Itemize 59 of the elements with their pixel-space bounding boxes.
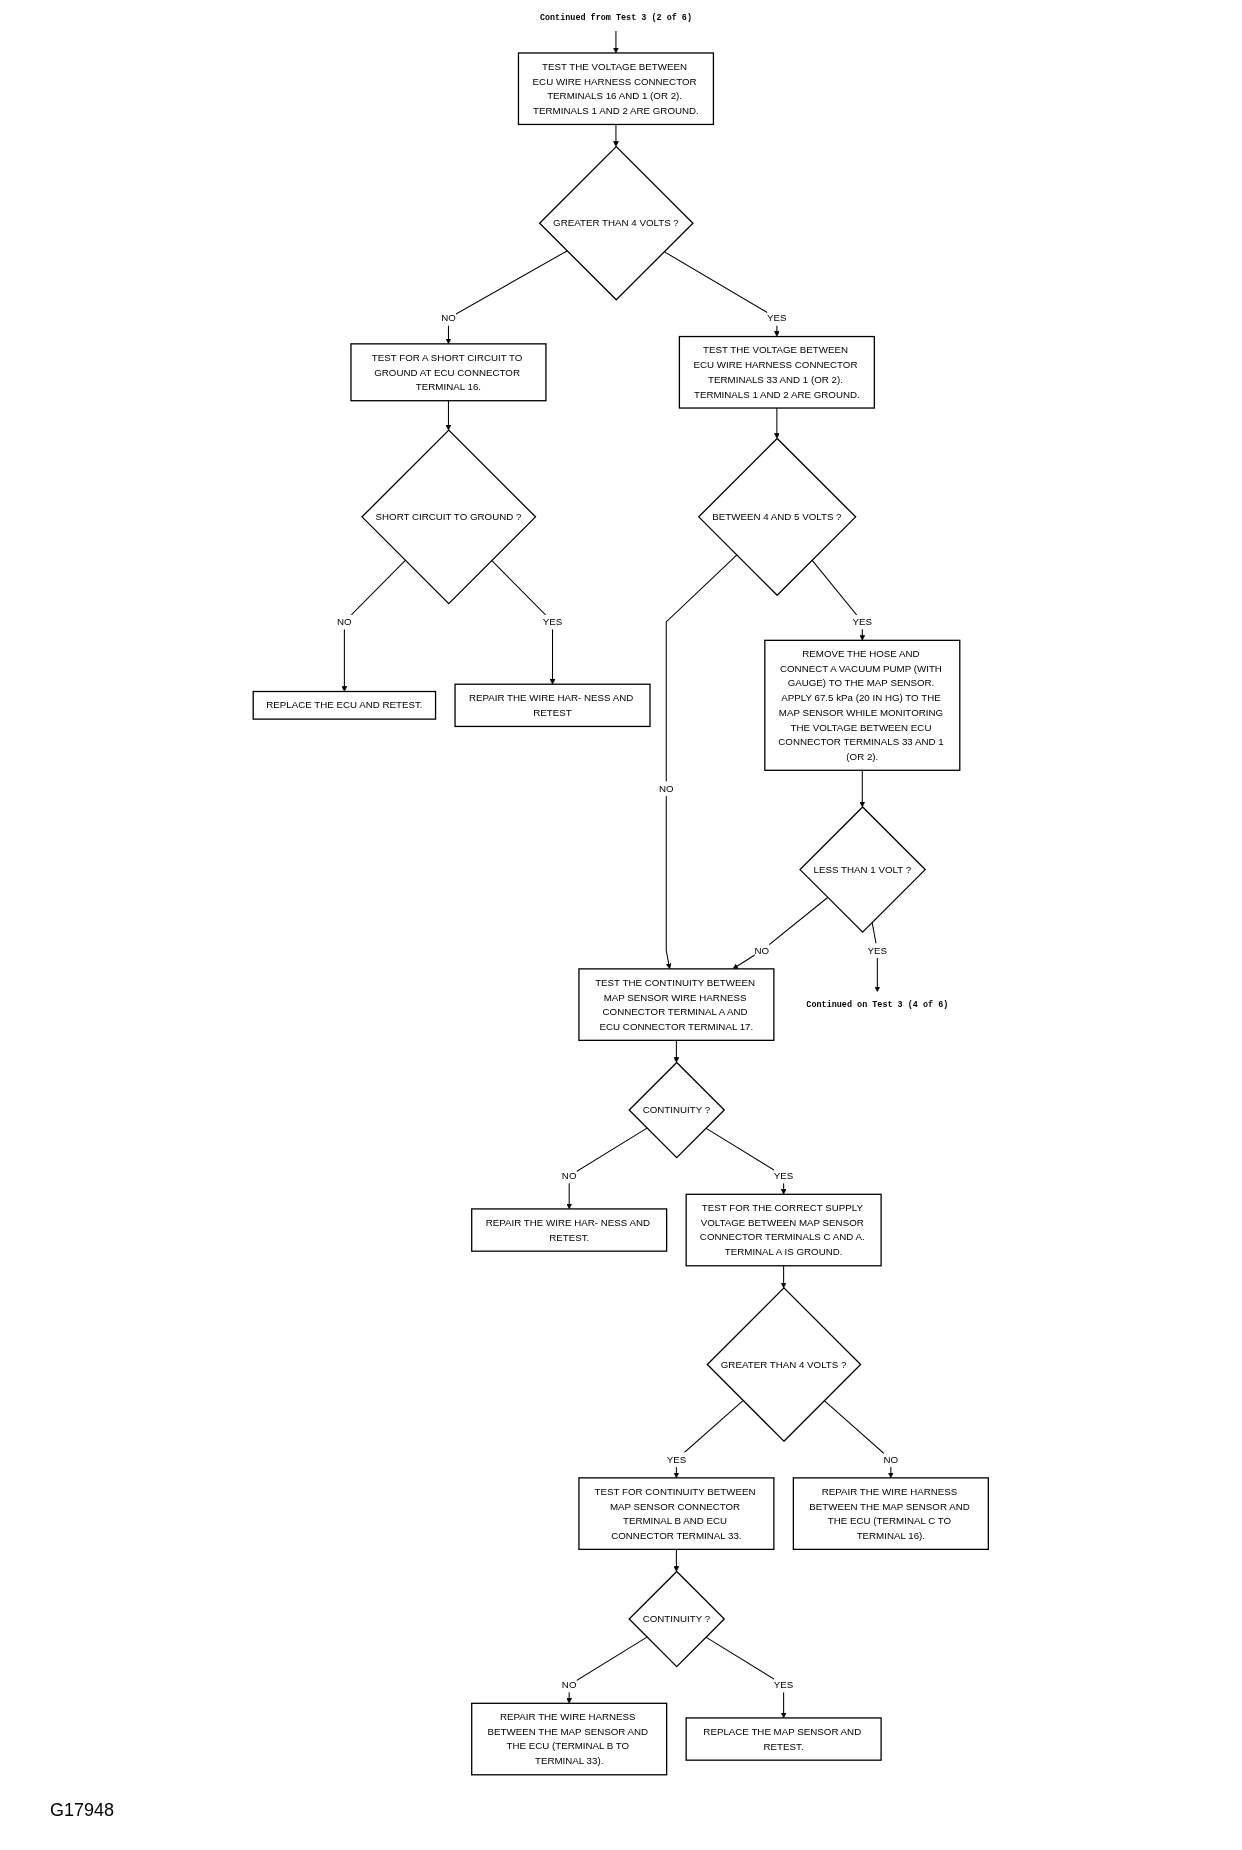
arrow: [859, 769, 866, 808]
arrow: [811, 559, 866, 641]
arrow: [613, 30, 620, 54]
edge-label: NO: [441, 312, 456, 324]
arrow: [566, 1636, 648, 1704]
node-text: Continued on Test 3 (4 of 6): [806, 999, 949, 1010]
node-text: Continued from Test 3 (2 of 6): [540, 13, 693, 23]
arrow: [673, 1400, 744, 1479]
node-diamond: CONTINUITY ?: [628, 1570, 726, 1668]
arrow: [341, 559, 407, 692]
node-box: REPAIR THE WIRE HAR- NESS AND RETEST: [454, 683, 651, 728]
edge-label: NO: [562, 1169, 577, 1181]
arrow: [665, 554, 738, 970]
node-box: REPLACE THE MAP SENSOR AND RETEST.: [685, 1717, 882, 1761]
node-box: TEST THE VOLTAGE BETWEEN ECU WIRE HARNESS CONNECTOR TERMINALS 16 AND 1 (OR 2). TERMINALS 1 AND 2 ARE GROUND.: [518, 52, 715, 126]
figure-code: G17948: [50, 1800, 115, 1821]
arrow: [774, 407, 780, 439]
arrow: [732, 897, 829, 970]
node-box: TEST FOR A SHORT CIRCUIT TO GROUND AT ECU CONNECTOR TERMINAL 16.: [350, 343, 547, 402]
arrow: [705, 1127, 787, 1195]
node-diamond: LESS THAN 1 VOLT ?: [799, 806, 927, 934]
arrow: [445, 250, 568, 345]
edge-label: NO: [659, 782, 674, 794]
node-diamond: BETWEEN 4 AND 5 VOLTS ?: [698, 437, 857, 597]
arrow: [663, 251, 780, 337]
arrow: [673, 1548, 680, 1572]
arrow: [871, 921, 881, 993]
edge-label: NO: [754, 944, 770, 956]
edge-label: YES: [852, 615, 873, 628]
edge-label: YES: [774, 1678, 794, 1690]
edge-label: YES: [666, 1453, 687, 1465]
edge-label: YES: [867, 944, 888, 956]
arrow: [781, 1265, 787, 1289]
arrow: [673, 1039, 680, 1063]
node-diamond: SHORT CIRCUIT TO GROUND ?: [361, 429, 537, 605]
node-diamond: GREATER THAN 4 VOLTS ?: [538, 145, 695, 301]
node-box: TEST FOR THE CORRECT SUPPLY VOLTAGE BETWEEN MAP SENSOR CONNECTOR TERMINALS C AND A. TERMINAL A IS GROUND.: [685, 1193, 882, 1267]
node-box: REPLACE THE ECU AND RETEST.: [252, 690, 437, 720]
node-diamond: GREATER THAN 4 VOLTS ?: [706, 1286, 862, 1443]
edge-label: YES: [767, 312, 787, 324]
node-box: TEST FOR CONTINUITY BETWEEN MAP SENSOR CONNECTOR TERMINAL B AND ECU CONNECTOR TERMINAL 33.: [578, 1477, 775, 1550]
arrow: [445, 400, 452, 431]
node-diamond: CONTINUITY ?: [628, 1061, 726, 1159]
arrow: [705, 1636, 787, 1719]
arrow: [613, 123, 620, 147]
node-box: TEST THE CONTINUITY BETWEEN MAP SENSOR WIRE HARNESS CONNECTOR TERMINAL A AND ECU CONNECTOR TERMINAL 17.: [578, 968, 775, 1041]
arrow: [566, 1127, 648, 1210]
node-box: REMOVE THE HOSE AND CONNECT A VACUUM PUMP (WITH GAUGE) TO THE MAP SENSOR. APPLY 67.5 kPa (20 IN HG) TO THE MAP SENSOR WHILE MONITORING THE VOLTAGE BETWEEN ECU CONNECTOR TERMINALS 33 AND 1 (OR 2).: [764, 639, 961, 771]
edge-label: NO: [883, 1453, 899, 1465]
node-box: REPAIR THE WIRE HARNESS BETWEEN THE MAP SENSOR AND THE ECU (TERMINAL C TO TERMINAL 16).: [792, 1477, 990, 1550]
node-box: TEST THE VOLTAGE BETWEEN ECU WIRE HARNESS CONNECTOR TERMINALS 33 AND 1 (OR 2). TERMINALS 1 AND 2 ARE GROUND.: [679, 335, 876, 409]
edge-label: YES: [774, 1169, 794, 1181]
edge-label: NO: [337, 615, 352, 628]
edge-label: YES: [543, 615, 563, 628]
arrow: [491, 559, 556, 685]
arrow: [823, 1400, 894, 1479]
node-box: REPAIR THE WIRE HARNESS BETWEEN THE MAP SENSOR AND THE ECU (TERMINAL B TO TERMINAL 33).: [471, 1702, 668, 1776]
node-box: REPAIR THE WIRE HAR- NESS AND RETEST.: [471, 1208, 668, 1252]
edge-label: NO: [562, 1678, 577, 1690]
